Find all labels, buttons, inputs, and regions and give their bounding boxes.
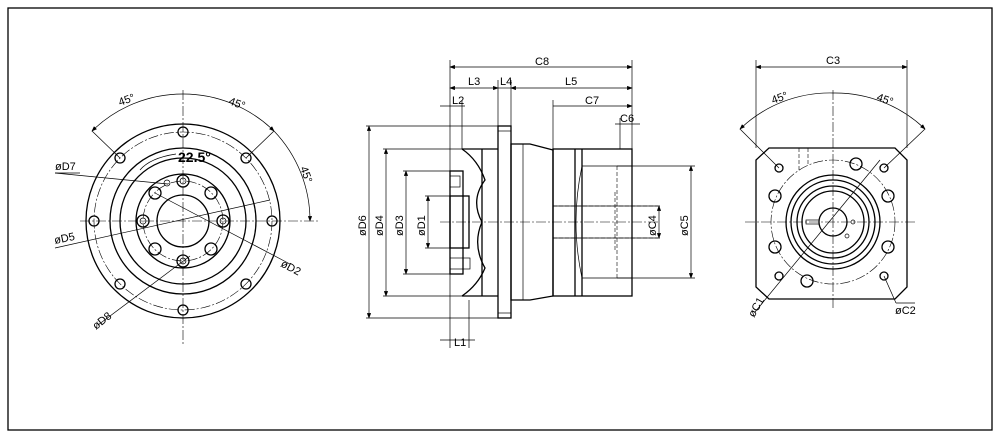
dim-label-l4: L4 <box>500 76 512 88</box>
drawing-frame <box>7 7 993 431</box>
dim-label-c3: C3 <box>826 55 840 67</box>
diameter-label-d7: øD7 <box>55 161 76 173</box>
diameter-label-d5: øD5 <box>53 231 76 247</box>
diameter-label-d2: øD2 <box>279 258 303 278</box>
side-view: C8 L3 L4 L5 L2 C7 C6 L1 øD6 øD4 øD3 øD1 … <box>357 56 695 349</box>
dim-label-c4: øC4 <box>647 215 659 236</box>
dim-label-l3: L3 <box>468 76 480 88</box>
dim-label-c6: C6 <box>620 113 634 125</box>
dim-label-d6: øD6 <box>357 215 369 236</box>
dim-label-c5: øC5 <box>679 215 691 236</box>
angle-label: 45° <box>875 92 895 109</box>
inner-bolt-holes <box>136 174 230 268</box>
angle-label: 45° <box>770 90 790 107</box>
dim-label-c2: øC2 <box>895 305 916 317</box>
diameter-label-d8: øD8 <box>90 310 114 332</box>
angle-label: 45° <box>227 96 247 113</box>
dim-label-c1: øC1 <box>746 296 767 320</box>
dim-label-d4: øD4 <box>374 215 386 236</box>
angle-callout: 22.5° <box>178 149 211 165</box>
dim-label-l1: L1 <box>454 337 466 349</box>
front-view: 45° 45° 45° 22.5° øD7 øD5 øD2 øD8 <box>53 90 320 345</box>
rear-view: C3 45° 45° øC1 øC2 <box>739 55 926 320</box>
dim-label-c8: C8 <box>535 56 549 68</box>
dim-label-d3: øD3 <box>394 215 406 236</box>
bolt-holes <box>768 157 895 288</box>
dim-label-l5: L5 <box>565 76 577 88</box>
dim-label-d1: øD1 <box>416 215 428 236</box>
dim-label-l2: L2 <box>452 95 464 107</box>
angle-label: 45° <box>297 165 314 185</box>
outer-bolt-holes <box>88 126 278 316</box>
dim-label-c7: C7 <box>585 95 599 107</box>
angle-label: 45° <box>117 92 137 109</box>
